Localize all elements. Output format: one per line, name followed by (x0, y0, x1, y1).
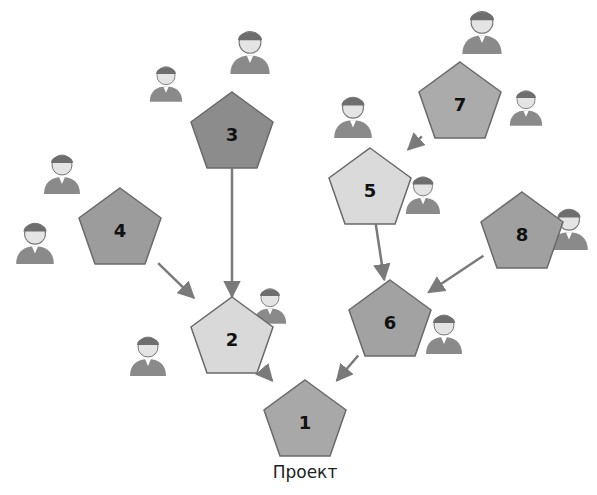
pentagon-node: 1 (262, 378, 348, 458)
node-number: 1 (299, 404, 312, 433)
dependency-arrow (158, 263, 194, 298)
pentagon-node: 3 (189, 90, 275, 170)
node-number: 8 (516, 216, 529, 245)
person-icon (426, 315, 462, 354)
dependency-arrow (429, 256, 484, 293)
person-icon (230, 31, 269, 74)
person-icon (406, 177, 440, 214)
dependency-arrow (337, 355, 358, 380)
person-icon (16, 223, 54, 264)
project-label: Проект (273, 462, 338, 482)
node-number: 2 (226, 321, 239, 350)
person-icon (150, 67, 182, 102)
node-number: 3 (226, 116, 239, 145)
pentagon-node: 2 (189, 295, 275, 375)
node-number: 7 (454, 86, 467, 115)
dependency-arrow (376, 224, 384, 279)
dependency-arrow (265, 372, 272, 380)
pentagon-node: 5 (327, 146, 413, 226)
pentagon-node: 6 (347, 278, 433, 358)
person-icon (130, 337, 166, 376)
node-number: 4 (114, 212, 127, 241)
person-icon (462, 11, 501, 54)
person-icon (510, 91, 542, 126)
pentagon-node: 8 (479, 190, 565, 270)
dependency-arrow (231, 168, 234, 296)
pentagon-node: 4 (77, 186, 163, 266)
node-number: 6 (384, 304, 397, 333)
dependency-arrow (408, 136, 422, 149)
person-icon (334, 97, 372, 138)
node-number: 5 (364, 172, 377, 201)
pentagon-node: 7 (417, 60, 503, 140)
person-icon (44, 155, 80, 194)
